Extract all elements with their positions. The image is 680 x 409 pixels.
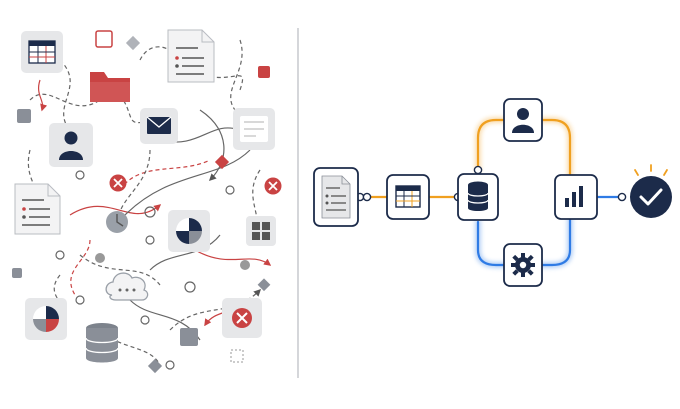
diamond-icon bbox=[147, 358, 163, 374]
spreadsheet-icon bbox=[21, 31, 63, 73]
user-icon bbox=[512, 108, 534, 133]
settings-node bbox=[503, 243, 543, 287]
bar-chart-icon bbox=[565, 186, 583, 207]
document-icon bbox=[321, 175, 351, 219]
tangled-connectors bbox=[27, 39, 272, 366]
folder-icon bbox=[90, 72, 130, 102]
cloud-icon bbox=[105, 272, 149, 301]
pie-chart-icon bbox=[25, 298, 67, 340]
document-node bbox=[313, 167, 359, 227]
filled-square-gray bbox=[12, 268, 22, 278]
analytics-node bbox=[554, 174, 598, 220]
placeholder-square-icon bbox=[230, 349, 244, 363]
error-icon bbox=[264, 177, 282, 195]
chaotic-workflow-panel bbox=[12, 29, 282, 374]
sparkle-rays bbox=[634, 164, 668, 176]
spreadsheet-icon bbox=[395, 185, 421, 208]
diamond-icon bbox=[257, 278, 271, 292]
database-icon bbox=[85, 323, 119, 363]
document-icon bbox=[14, 183, 61, 235]
database-icon bbox=[467, 181, 489, 211]
error-icon bbox=[109, 174, 127, 192]
user-icon bbox=[49, 123, 93, 167]
database-node bbox=[457, 173, 499, 221]
filled-square-gray bbox=[180, 328, 198, 346]
note-icon bbox=[233, 108, 275, 150]
user-node bbox=[503, 98, 543, 142]
clock-icon bbox=[106, 211, 128, 233]
organized-workflow-panel bbox=[313, 98, 672, 287]
diamond-icon bbox=[214, 154, 230, 170]
diamond-icon bbox=[125, 35, 141, 51]
spreadsheet-node bbox=[386, 174, 430, 220]
filled-square-gray bbox=[17, 109, 31, 123]
scattered-dots bbox=[55, 125, 265, 370]
settings-gear-icon bbox=[511, 253, 535, 277]
pie-chart-icon bbox=[168, 210, 210, 252]
checkmark-icon bbox=[639, 188, 663, 206]
outline-square-red bbox=[95, 30, 113, 48]
error-icon bbox=[222, 298, 262, 338]
document-icon bbox=[167, 29, 215, 83]
email-icon bbox=[140, 108, 178, 144]
filled-square-red bbox=[258, 66, 270, 78]
dashboard-icon bbox=[246, 216, 276, 246]
success-node bbox=[630, 164, 672, 218]
flow-connectors bbox=[356, 117, 625, 268]
